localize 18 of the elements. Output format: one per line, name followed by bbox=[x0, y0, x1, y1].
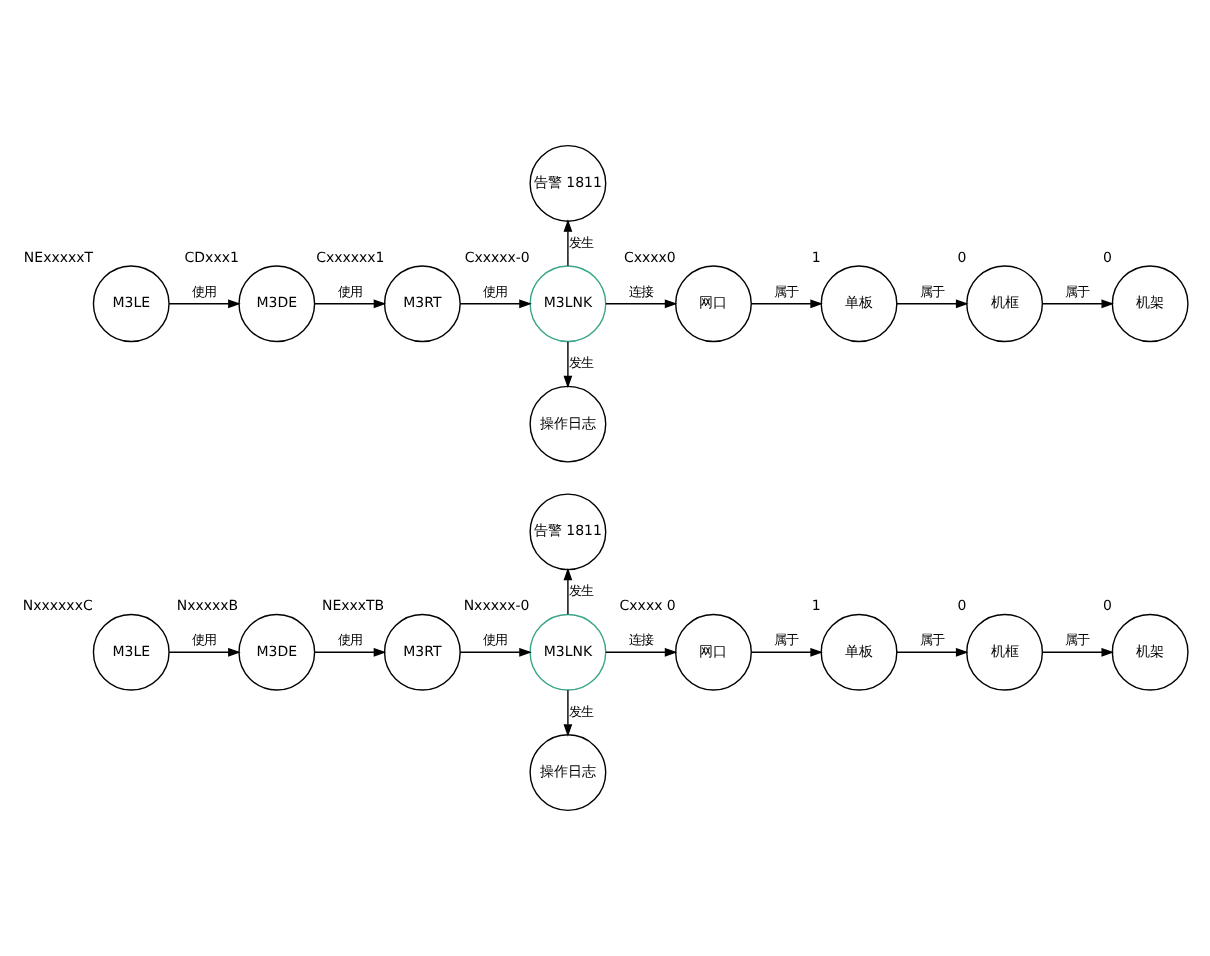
arrow bbox=[1041, 299, 1115, 309]
arrow bbox=[313, 299, 387, 309]
arrow bbox=[563, 219, 573, 267]
arrow bbox=[563, 567, 573, 616]
arrow bbox=[750, 299, 823, 309]
arrow bbox=[750, 647, 823, 657]
arrow bbox=[313, 647, 387, 657]
arrow bbox=[459, 647, 532, 657]
arrow bbox=[896, 647, 969, 657]
arrow bbox=[168, 647, 241, 657]
arrow bbox=[459, 299, 532, 309]
arrow bbox=[605, 647, 678, 657]
arrow bbox=[1041, 647, 1115, 657]
arrow bbox=[605, 299, 678, 309]
arrow bbox=[563, 341, 573, 389]
arrow bbox=[563, 689, 573, 737]
arrow bbox=[168, 299, 241, 309]
arrow bbox=[896, 299, 969, 309]
